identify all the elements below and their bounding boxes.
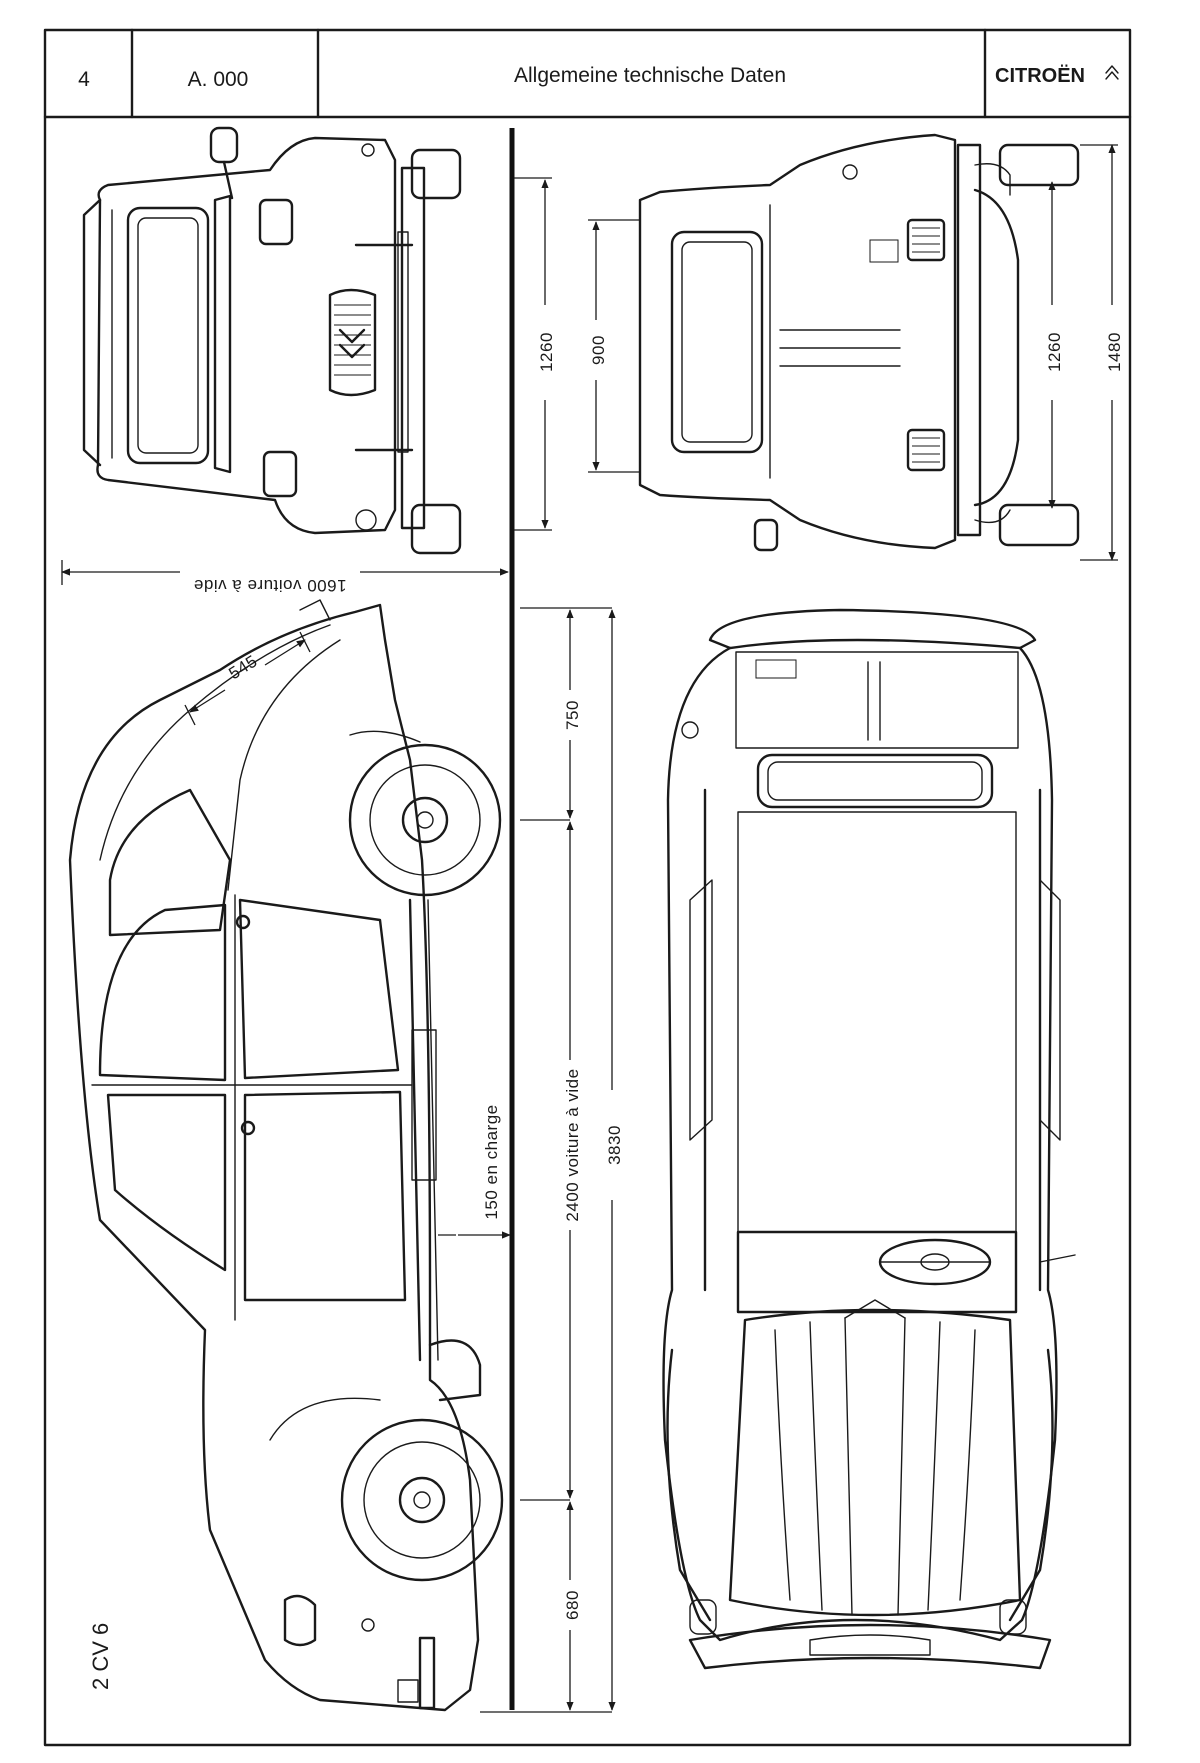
height-label: 1600 voiture à vide xyxy=(193,576,346,595)
rear-view-drawing xyxy=(82,126,462,555)
front-width-dimensions xyxy=(588,144,1118,561)
double-chevron-icon xyxy=(1105,65,1119,80)
front-overall-width-label: 1480 xyxy=(1105,332,1124,372)
height-dimension xyxy=(61,560,509,585)
overall-length-label: 3830 xyxy=(605,1125,624,1165)
page-title: Allgemeine technische Daten xyxy=(514,64,786,87)
page-number: 4 xyxy=(78,68,90,91)
side-view-drawing xyxy=(68,599,504,1712)
roof-opening-dimension xyxy=(184,631,311,726)
document-code: A. 000 xyxy=(188,68,249,91)
front-track-label: 1260 xyxy=(1045,332,1064,372)
rear-opening-width-label: 900 xyxy=(589,335,608,365)
wheelbase-label: 2400 voiture à vide xyxy=(563,1068,582,1221)
rear-track-label: 1260 xyxy=(537,332,556,372)
model-label: 2 CV 6 xyxy=(88,1623,113,1690)
rear-track-dimension xyxy=(514,177,552,531)
top-view-drawing xyxy=(662,608,1076,1670)
front-view-drawing xyxy=(638,133,1080,552)
front-overhang-label: 680 xyxy=(563,1590,582,1620)
side-length-dimensions xyxy=(438,607,616,1713)
rear-overhang-label: 750 xyxy=(563,700,582,730)
sheet-frame xyxy=(43,28,1132,1747)
ground-clearance-label: 150 en charge xyxy=(482,1104,501,1219)
brand-logo: CITROËN xyxy=(995,64,1085,87)
